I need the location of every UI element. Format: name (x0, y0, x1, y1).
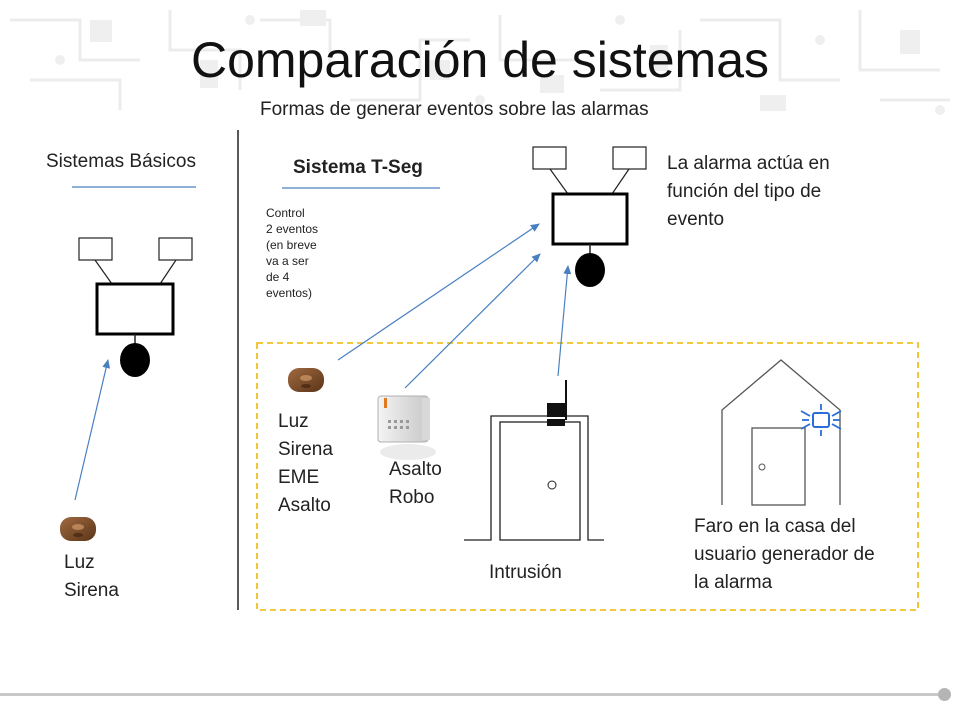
arrow-remote-to-basic-alarm (74, 359, 111, 501)
intrusion-label: Intrusión (489, 562, 562, 583)
slide-title: Comparación de sistemas (190, 32, 770, 88)
remote-control-icon (60, 517, 96, 541)
arrow-door-to-tseg-alarm (557, 265, 572, 377)
tseg-heading: Sistema T-Seg (293, 157, 423, 178)
house-icon (721, 359, 841, 506)
arrow-remote-to-tseg-alarm (337, 223, 540, 361)
control-note: Control 2 eventos (en breve va a ser de … (266, 206, 319, 300)
siren-icon (575, 253, 605, 287)
slide-subtitle: Formas de generar eventos sobre las alar… (260, 99, 649, 120)
door-icon (464, 380, 604, 541)
basic-events-label: Luz Sirena (64, 552, 119, 601)
beacon-note: Faro en la casa del usuario generador de… (694, 516, 875, 593)
tseg-events-region (256, 342, 919, 611)
basic-alarm-diagram (78, 237, 193, 377)
alarm-note: La alarma actúa en función del tipo de e… (667, 153, 830, 230)
siren-icon (120, 343, 150, 377)
remote-events-label: Luz Sirena EME Asalto (278, 411, 333, 516)
circuit-pattern-background (10, 10, 950, 115)
wall-sensor-icon (377, 395, 436, 460)
remote-control-icon (288, 368, 324, 392)
basic-heading: Sistemas Básicos (46, 151, 196, 172)
footer-progress-line (0, 693, 944, 696)
tseg-alarm-diagram (532, 146, 647, 287)
footer-progress-dot (938, 688, 951, 701)
sensor-events-label: Asalto Robo (389, 459, 442, 508)
arrow-sensor-to-tseg-alarm (404, 253, 541, 389)
beacon-light-icon (800, 404, 842, 436)
